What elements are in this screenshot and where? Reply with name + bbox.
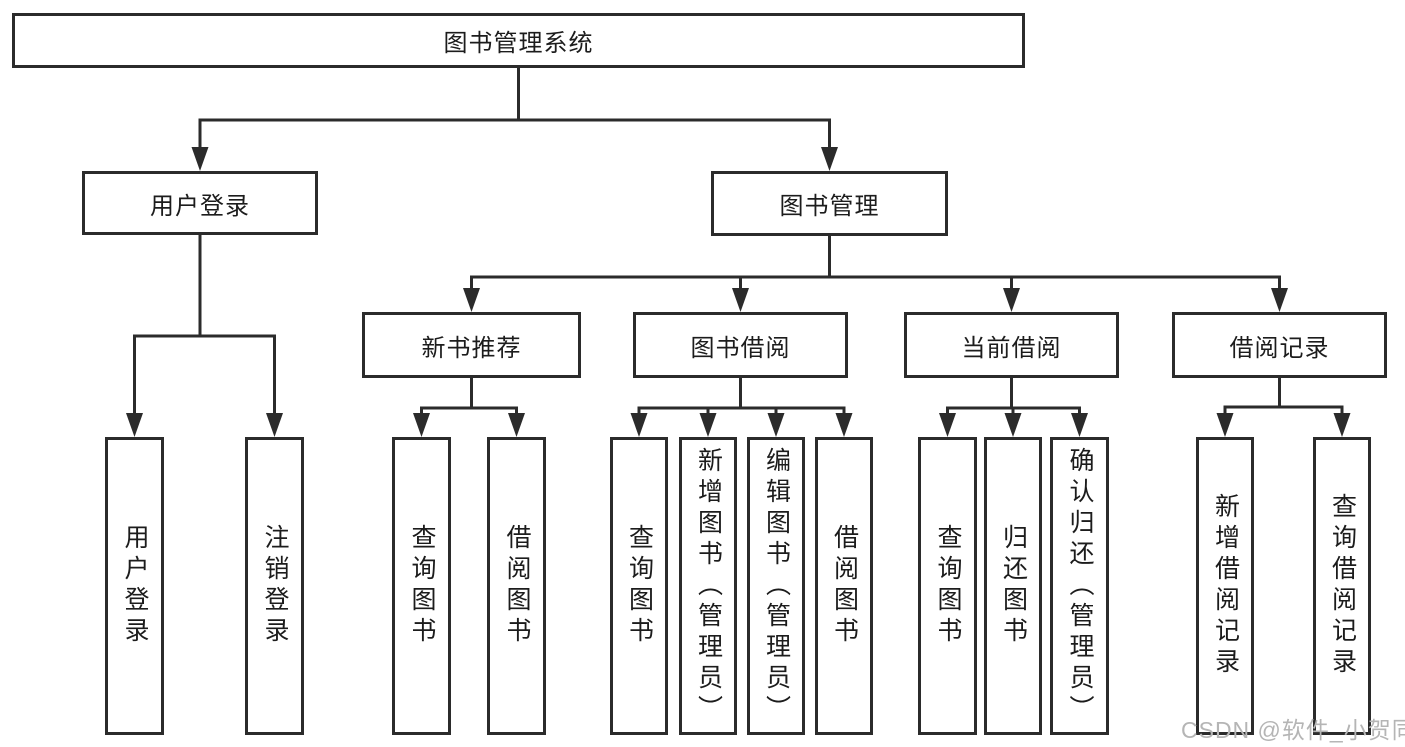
node-logout-leaf: 注销登录 <box>245 437 304 735</box>
node-add-books-admin: 新增图书（管理员） <box>679 437 737 735</box>
node-borrow-books-recommend: 借阅图书 <box>487 437 546 735</box>
arrowhead-icon <box>767 413 785 437</box>
arrowhead-icon <box>835 413 853 437</box>
arrowhead-icon <box>463 288 480 312</box>
node-book-borrow: 图书借阅 <box>633 312 848 378</box>
arrowhead-icon <box>1003 288 1020 312</box>
connector-path <box>133 66 1344 417</box>
node-root: 图书管理系统 <box>12 13 1025 68</box>
arrowhead-icon <box>630 413 648 437</box>
node-query-books-recommend: 查询图书 <box>392 437 451 735</box>
arrowhead-icon <box>1004 413 1022 437</box>
node-query-books-borrow: 查询图书 <box>610 437 668 735</box>
node-return-books: 归还图书 <box>984 437 1042 735</box>
node-edit-books-admin: 编辑图书（管理员） <box>747 437 805 735</box>
node-user-login: 用户登录 <box>82 171 318 235</box>
node-new-book-recommend: 新书推荐 <box>362 312 581 378</box>
node-user-login-leaf: 用户登录 <box>105 437 164 735</box>
node-add-borrow-record: 新增借阅记录 <box>1196 437 1254 735</box>
node-confirm-return-admin: 确认归还（管理员） <box>1050 437 1109 735</box>
node-query-books-current: 查询图书 <box>918 437 977 735</box>
csdn-watermark: CSDN @软件_小贺同学 <box>1181 717 1405 743</box>
node-query-borrow-record: 查询借阅记录 <box>1313 437 1371 735</box>
arrowhead-icon <box>1271 288 1288 312</box>
arrowhead-icon <box>266 413 283 437</box>
arrowhead-icon <box>1071 413 1088 437</box>
arrowhead-icon <box>732 288 749 312</box>
node-book-management: 图书管理 <box>711 171 948 236</box>
node-borrow-records: 借阅记录 <box>1172 312 1387 378</box>
node-current-borrow: 当前借阅 <box>904 312 1119 378</box>
arrowhead-icon <box>508 413 525 437</box>
arrowhead-icon <box>939 413 956 437</box>
arrowhead-icon <box>821 147 838 171</box>
arrowhead-icon <box>191 147 209 171</box>
arrowhead-icon <box>413 413 430 437</box>
node-borrow-books-leaf: 借阅图书 <box>815 437 873 735</box>
arrowhead-icon <box>126 413 143 437</box>
arrowhead-icon <box>1216 413 1234 437</box>
arrowhead-icon <box>1333 413 1351 437</box>
arrowhead-icon <box>699 413 717 437</box>
